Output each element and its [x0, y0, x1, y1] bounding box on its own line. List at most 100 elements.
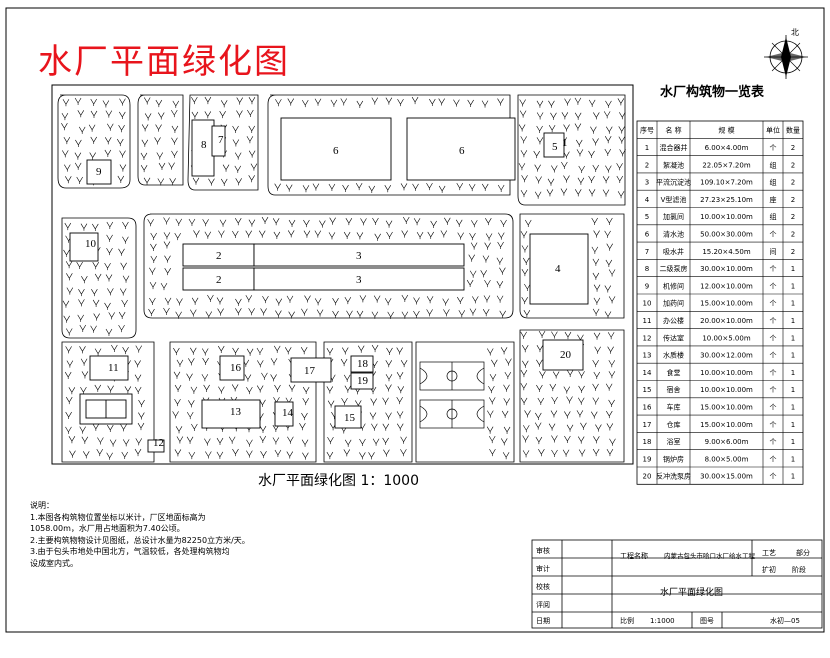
- table-cell: 2: [645, 161, 649, 169]
- tree-icon: [383, 449, 390, 457]
- table-cell: 4: [645, 196, 650, 204]
- tree-icon: [619, 149, 626, 157]
- tree-icon: [588, 189, 596, 197]
- tree-icon: [574, 97, 582, 105]
- tree-icon: [519, 99, 526, 107]
- tree-icon: [521, 245, 529, 253]
- table-cell: 2: [791, 248, 795, 256]
- tree-icon: [539, 371, 546, 379]
- tree-icon: [328, 183, 336, 192]
- tree-icon: [488, 385, 495, 394]
- building-number-label: 17: [304, 365, 316, 377]
- north-label: 北: [791, 28, 799, 37]
- tb-evaluate: 评阅: [536, 601, 550, 609]
- tree-icon: [343, 449, 351, 457]
- tree-icon: [469, 233, 476, 241]
- tree-icon: [248, 308, 255, 316]
- tree-icon: [593, 230, 600, 238]
- tree-icon: [385, 360, 393, 368]
- tree-icon: [158, 162, 166, 171]
- tree-icon: [287, 436, 294, 444]
- tree-icon: [523, 425, 530, 433]
- tree-icon: [371, 97, 379, 105]
- tree-icon: [302, 452, 309, 460]
- tree-icon: [382, 437, 389, 445]
- tree-icon: [118, 324, 125, 333]
- tree-icon: [174, 398, 181, 407]
- building-16: [219, 355, 245, 381]
- table-cell: 18: [643, 438, 652, 446]
- tree-icon: [201, 348, 209, 356]
- building-3a: [253, 243, 465, 267]
- tree-icon: [605, 259, 613, 267]
- tree-icon: [413, 297, 420, 305]
- tb-drawing-no-label: 图号: [700, 617, 714, 625]
- tree-icon: [588, 150, 595, 158]
- building-19: [350, 372, 374, 390]
- tree-icon: [372, 217, 379, 225]
- tree-icon: [149, 297, 156, 306]
- tree-icon: [217, 308, 224, 316]
- tree-icon: [111, 344, 118, 353]
- plan-title: 水厂平面绿化图 1：1000: [258, 473, 419, 489]
- tree-icon: [604, 230, 611, 238]
- tree-icon: [63, 136, 71, 145]
- tree-icon: [426, 296, 434, 304]
- table-cell: 个: [770, 369, 777, 377]
- building-number-label: 8: [201, 139, 207, 151]
- tree-icon: [74, 152, 82, 160]
- tree-icon: [191, 297, 199, 305]
- tree-icon: [171, 125, 179, 133]
- tree-icon: [117, 175, 125, 183]
- table-header-cell: 单位: [766, 126, 780, 135]
- tree-icon: [440, 230, 448, 238]
- table-cell: 1: [791, 334, 795, 342]
- tree-icon: [604, 311, 612, 319]
- tree-icon: [119, 111, 126, 119]
- tree-icon: [69, 450, 76, 458]
- tree-icon: [497, 241, 504, 250]
- building-number-label: 18: [357, 358, 369, 370]
- tree-icon: [236, 97, 243, 105]
- tree-icon: [90, 136, 97, 144]
- tree-icon: [591, 411, 598, 419]
- building-number-label: 10: [85, 238, 97, 250]
- tree-icon: [141, 139, 149, 147]
- tree-icon: [186, 373, 193, 381]
- tree-icon: [314, 298, 322, 306]
- tree-icon: [550, 410, 558, 418]
- tree-icon: [92, 299, 100, 307]
- table-cell: 2: [791, 230, 795, 238]
- tree-icon: [203, 384, 210, 392]
- tree-icon: [606, 243, 613, 251]
- tree-icon: [426, 309, 433, 317]
- tree-icon: [171, 137, 178, 145]
- table-cell: 个: [770, 265, 777, 273]
- table-cell: V型滤池: [661, 195, 687, 204]
- tree-icon: [342, 184, 349, 193]
- tree-icon: [607, 332, 615, 340]
- tree-icon: [580, 422, 587, 430]
- table-cell: 2: [791, 196, 795, 204]
- table-cell: 反冲洗泵房: [656, 472, 691, 481]
- tree-icon: [272, 437, 280, 445]
- tree-icon: [144, 113, 152, 121]
- tree-icon: [426, 182, 433, 191]
- tree-icon: [488, 397, 496, 405]
- tree-icon: [471, 220, 478, 228]
- building-7: [211, 125, 226, 157]
- tree-icon: [138, 412, 145, 420]
- tree-icon: [606, 423, 614, 431]
- tree-icon: [287, 98, 295, 106]
- tree-icon: [340, 358, 348, 367]
- tree-icon: [248, 97, 256, 105]
- tree-icon: [400, 436, 407, 444]
- design-notes: 说明： 1.本图各构筑物位置坐标以米计，厂区地面标高为 1058.00m，水厂用…: [30, 500, 280, 569]
- tree-icon: [63, 315, 70, 323]
- tree-icon: [169, 178, 176, 186]
- tree-icon: [605, 165, 612, 173]
- tree-icon: [156, 152, 164, 160]
- tree-icon: [341, 397, 348, 406]
- tree-icon: [77, 110, 85, 118]
- building-number-label: 14: [282, 407, 294, 419]
